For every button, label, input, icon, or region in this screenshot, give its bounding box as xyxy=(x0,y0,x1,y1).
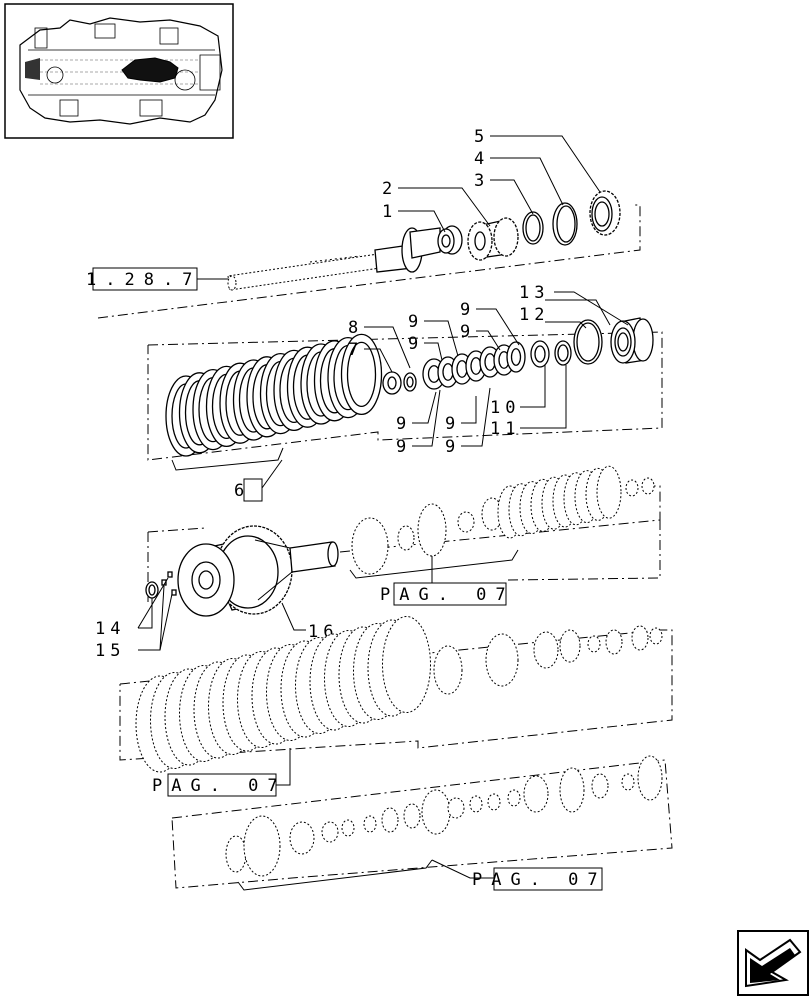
callout-1: 1 xyxy=(382,202,397,222)
ghost-part xyxy=(351,517,389,575)
ghost-part xyxy=(403,803,421,829)
ghost-part xyxy=(243,815,281,877)
clutch-disc-inner xyxy=(346,341,377,408)
callout-2: 2 xyxy=(382,179,397,199)
part-8-snap-ring[interactable] xyxy=(403,372,417,392)
ghost-part xyxy=(321,821,339,843)
part-10-washer[interactable] xyxy=(530,340,550,368)
ghost-part xyxy=(523,775,549,813)
transmission-thumbnail[interactable] xyxy=(4,3,234,139)
callout-8: 8 xyxy=(348,318,363,338)
part-13-bearing[interactable] xyxy=(610,317,654,364)
ghost-part xyxy=(363,815,377,833)
section-clutch-pack: 8 7 9 9 9 9 9 9 9 9 10 11 13 12 6 xyxy=(147,283,663,502)
ghost-washer xyxy=(625,479,639,497)
ghost-part xyxy=(469,795,483,813)
ghost-part xyxy=(591,773,609,799)
callout-9c: 9 xyxy=(460,300,475,320)
reference-pag-07-c-label: PAG. 07 xyxy=(472,870,607,890)
reference-1-28-7[interactable]: 1.28.7 xyxy=(86,267,228,291)
section-output-shaft: PAG. 07 xyxy=(171,755,673,891)
callout-4: 4 xyxy=(474,149,489,169)
reference-pag-07-b[interactable]: PAG. 07 xyxy=(152,773,287,797)
part-5-synchro-ring[interactable] xyxy=(589,190,621,236)
ghost-washer xyxy=(641,477,655,495)
callout-9b: 9 xyxy=(408,334,423,354)
ghost-part xyxy=(433,645,463,695)
callout-9e: 9 xyxy=(396,414,411,434)
ghost-part xyxy=(225,835,247,873)
part-16-clutch-drum[interactable] xyxy=(177,525,339,617)
ghost-part xyxy=(341,819,355,837)
ghost-disc xyxy=(596,465,622,519)
transmission-housing-sketch xyxy=(19,17,223,125)
callout-3: 3 xyxy=(474,171,489,191)
ghost-part xyxy=(631,625,649,651)
reference-pag-07-b-label: PAG. 07 xyxy=(152,776,287,796)
callout-13: 13 xyxy=(519,283,549,303)
spring-washer-inner xyxy=(510,348,522,366)
part-3-snap-ring[interactable] xyxy=(522,211,544,245)
callout-9h: 9 xyxy=(445,437,460,457)
ghost-part xyxy=(457,511,475,533)
spring-washer-inner xyxy=(442,363,454,381)
reference-6[interactable]: 6 xyxy=(234,478,263,502)
ghost-part xyxy=(559,767,585,813)
part-11-ring[interactable] xyxy=(554,340,572,366)
callout-9g: 9 xyxy=(445,414,460,434)
part-14-snap-ring[interactable] xyxy=(145,581,159,599)
ghost-part xyxy=(533,631,559,669)
callout-10: 10 xyxy=(490,398,520,418)
ghost-part xyxy=(289,821,315,855)
part-2-gear[interactable] xyxy=(467,217,519,261)
ghosted-parts-row-2 xyxy=(135,616,663,773)
arrow-left-icon[interactable] xyxy=(737,930,809,996)
callout-5: 5 xyxy=(474,127,489,147)
reference-pag-07-a[interactable]: PAG. 07 xyxy=(380,582,515,606)
ghost-part xyxy=(605,629,623,655)
ghost-part xyxy=(649,627,663,645)
reference-pag-07-a-label: PAG. 07 xyxy=(380,585,515,605)
callout-7: 7 xyxy=(348,340,363,360)
ghost-part xyxy=(637,755,663,801)
callout-11: 11 xyxy=(490,419,520,439)
spring-washer-inner xyxy=(456,360,468,378)
ghost-part xyxy=(587,635,601,653)
part-9-belleville-springs[interactable] xyxy=(422,341,526,390)
part-4-ring[interactable] xyxy=(552,202,578,246)
section-clutch-drum: PAG. 07 14 15 16 xyxy=(95,465,661,661)
callout-9f: 9 xyxy=(396,437,411,457)
input-shaft xyxy=(227,227,441,291)
part-12-seal-ring[interactable] xyxy=(573,319,603,365)
callout-6: 6 xyxy=(234,481,249,501)
highlighted-clutch-region xyxy=(121,57,179,83)
part-7-washer[interactable] xyxy=(382,371,402,395)
reference-pag-07-c[interactable]: PAG. 07 xyxy=(472,867,607,891)
callout-9d: 9 xyxy=(460,322,475,342)
section-input-shaft: 2 1 3 4 5 1.28.7 xyxy=(86,127,641,319)
reference-1-28-7-label: 1.28.7 xyxy=(86,270,201,290)
ghost-part xyxy=(421,789,451,835)
ghost-part xyxy=(417,503,447,557)
ghost-part xyxy=(397,525,415,551)
callout-15: 15 xyxy=(95,641,125,661)
ghosted-parts-row-3 xyxy=(225,755,663,877)
part-1-bearing[interactable] xyxy=(437,225,463,255)
ghost-part xyxy=(485,633,519,687)
callout-12: 12 xyxy=(519,305,549,325)
ghost-part xyxy=(447,797,465,819)
ghost-part xyxy=(559,629,581,663)
clutch-disc-stack[interactable] xyxy=(165,333,383,457)
section-clutch-stack-2: PAG. 07 xyxy=(119,616,673,797)
ghost-clutch-disc xyxy=(382,616,431,713)
ghost-part xyxy=(507,789,521,807)
ghost-part xyxy=(381,807,399,833)
ghost-part xyxy=(621,773,635,791)
ghosted-parts-row-1 xyxy=(351,465,655,575)
ghost-part xyxy=(487,793,501,811)
callout-14: 14 xyxy=(95,619,125,639)
callout-9a: 9 xyxy=(408,312,423,332)
